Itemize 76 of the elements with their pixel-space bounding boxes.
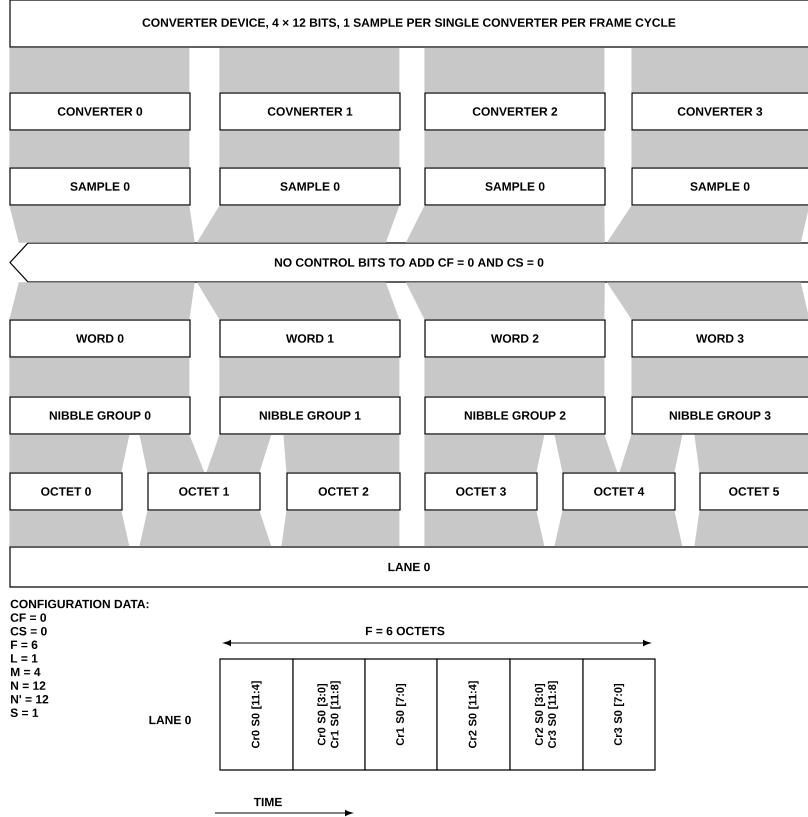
nibble-group-box: NIBBLE GROUP 3 — [631, 396, 808, 435]
config-text: N = 12 — [11, 681, 46, 690]
octet-cell: Cr0 S0 [3:0] Cr1 S0 [11:8] — [292, 658, 366, 771]
data-band — [406, 206, 605, 243]
config-text: L = 1 — [11, 654, 38, 663]
data-band — [554, 510, 682, 546]
config-text: F = 6 — [11, 640, 38, 650]
config-text: CS = 0 — [10, 626, 47, 636]
data-band — [9, 48, 190, 92]
octet-box: OCTET 0 — [9, 472, 123, 511]
octet-cell: Cr1 S0 [7:0] — [364, 658, 438, 771]
data-band — [9, 358, 190, 396]
converter-box: CONVERTER 0 — [9, 92, 191, 131]
data-band — [196, 206, 400, 243]
word-box: WORD 3 — [631, 319, 808, 358]
config-text: CF = 0 — [10, 613, 46, 622]
octet-box: OCTET 3 — [424, 472, 538, 511]
data-band — [281, 510, 400, 546]
data-band — [619, 434, 682, 472]
lane-box: LANE 0 — [9, 546, 808, 588]
data-band — [219, 358, 400, 396]
data-band — [424, 510, 544, 546]
data-band — [139, 434, 204, 472]
data-band — [219, 48, 400, 92]
data-band — [631, 358, 808, 396]
header-box: CONVERTER DEVICE, 4 × 12 BITS, 1 SAMPLE PER SINGLE CONVERTER PER FRAME CYCLE — [9, 0, 808, 48]
config-text: S = 1 — [10, 708, 38, 718]
sample-box: SAMPLE 0 — [219, 167, 401, 206]
lane-label: LANE 0 — [149, 716, 191, 724]
data-band — [424, 434, 544, 472]
octet-cell: Cr2 S0 [11:4] — [436, 658, 511, 771]
config-text: N' = 12 — [11, 695, 48, 704]
data-band — [283, 434, 400, 472]
time-label: TIME — [254, 798, 282, 806]
octet-box: OCTET 4 — [562, 472, 676, 511]
octet-box: OCTET 5 — [699, 472, 808, 511]
config-text: M = 4 — [11, 668, 40, 676]
sample-box: SAMPLE 0 — [9, 167, 191, 206]
data-band — [196, 282, 400, 320]
data-band — [554, 434, 618, 472]
data-band — [9, 130, 190, 168]
octet-box: OCTET 2 — [286, 472, 401, 511]
data-band — [9, 206, 195, 243]
octet-box: OCTET 1 — [147, 472, 261, 511]
data-band — [406, 282, 605, 320]
word-box: WORD 2 — [424, 319, 606, 358]
converter-box: CONVERTER 2 — [424, 92, 606, 131]
data-band — [606, 282, 808, 320]
sample-box: SAMPLE 0 — [631, 167, 808, 206]
data-band — [9, 510, 130, 546]
converter-box: COVNERTER 1 — [219, 92, 401, 131]
data-band — [9, 434, 130, 472]
sample-box: SAMPLE 0 — [424, 167, 606, 206]
word-box: WORD 0 — [9, 319, 191, 358]
data-band — [606, 206, 808, 243]
data-band — [424, 130, 604, 168]
data-band — [206, 434, 272, 472]
octet-cell: Cr2 S0 [3:0] Cr3 S0 [11:8] — [509, 658, 584, 771]
octet-cell: Cr0 S0 [11:4] — [219, 658, 294, 771]
word-box: WORD 1 — [219, 319, 401, 358]
data-band — [139, 510, 272, 546]
data-band — [219, 130, 400, 168]
data-band — [631, 48, 808, 92]
data-band — [9, 282, 195, 320]
dimension-label: F = 6 OCTETS — [366, 626, 444, 636]
converter-box: CONVERTER 3 — [631, 92, 808, 131]
data-band — [631, 130, 808, 168]
config-text: CONFIGURATION DATA: — [10, 600, 148, 608]
data-band — [694, 434, 808, 472]
nibble-group-box: NIBBLE GROUP 0 — [9, 396, 191, 435]
octet-cell: Cr3 S0 [7:0] — [582, 658, 656, 771]
nibble-group-box: NIBBLE GROUP 1 — [219, 396, 401, 435]
nibble-group-box: NIBBLE GROUP 2 — [424, 396, 606, 435]
data-band — [694, 510, 808, 546]
data-band — [424, 358, 604, 396]
data-band — [424, 48, 604, 92]
